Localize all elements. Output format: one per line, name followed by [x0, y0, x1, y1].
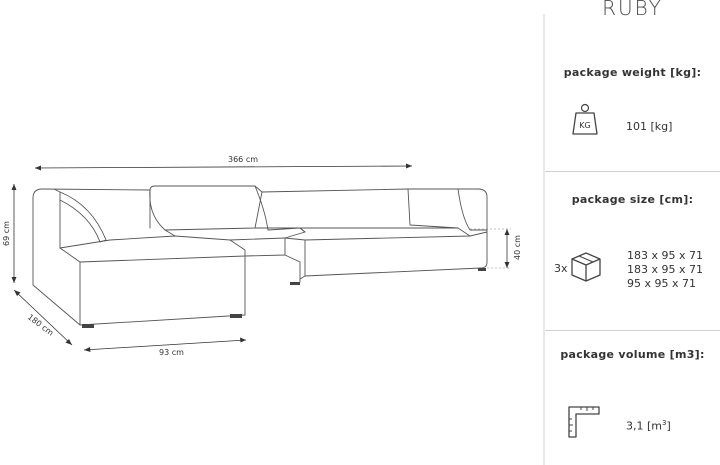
volume-title: package volume [m3]:	[560, 348, 705, 361]
size-count: 3x	[554, 262, 568, 275]
brand-title: RUBY	[602, 0, 663, 20]
size-line-2: 183 x 95 x 71	[627, 263, 703, 276]
seat-cushion-middle	[229, 227, 306, 241]
box-icon	[571, 252, 601, 282]
size-line-1: 183 x 95 x 71	[627, 249, 703, 262]
ruler-icon	[568, 406, 600, 438]
dim-total-width: 366 cm	[228, 155, 258, 164]
dim-seat-height: 40 cm	[513, 235, 522, 260]
sofa-back-outline	[149, 185, 488, 283]
size-line-3: 95 x 95 x 71	[627, 277, 696, 290]
size-title: package size [cm]:	[571, 193, 694, 206]
chaise-cushion	[59, 235, 246, 263]
weight-value: 101 [kg]	[626, 120, 673, 133]
back-cushion-left	[149, 189, 263, 231]
back-cushion-right	[407, 188, 459, 229]
specs-panel: RUBY package weight [kg]: KG 101 [kg] pa…	[545, 0, 720, 465]
seat-cushion-right	[284, 227, 471, 241]
volume-value: 3,1 [m3]	[626, 419, 671, 433]
right-armrest	[457, 188, 488, 231]
dim-chaise-width: 93 cm	[159, 348, 184, 357]
sofa-left-side	[32, 197, 246, 326]
weight-title: package weight [kg]:	[563, 66, 702, 79]
sofa-left-back	[32, 188, 151, 229]
weight-icon: KG	[572, 103, 598, 135]
weight-icon-label: KG	[579, 121, 590, 130]
dim-total-height: 69 cm	[2, 221, 11, 246]
left-armrest	[59, 191, 107, 243]
